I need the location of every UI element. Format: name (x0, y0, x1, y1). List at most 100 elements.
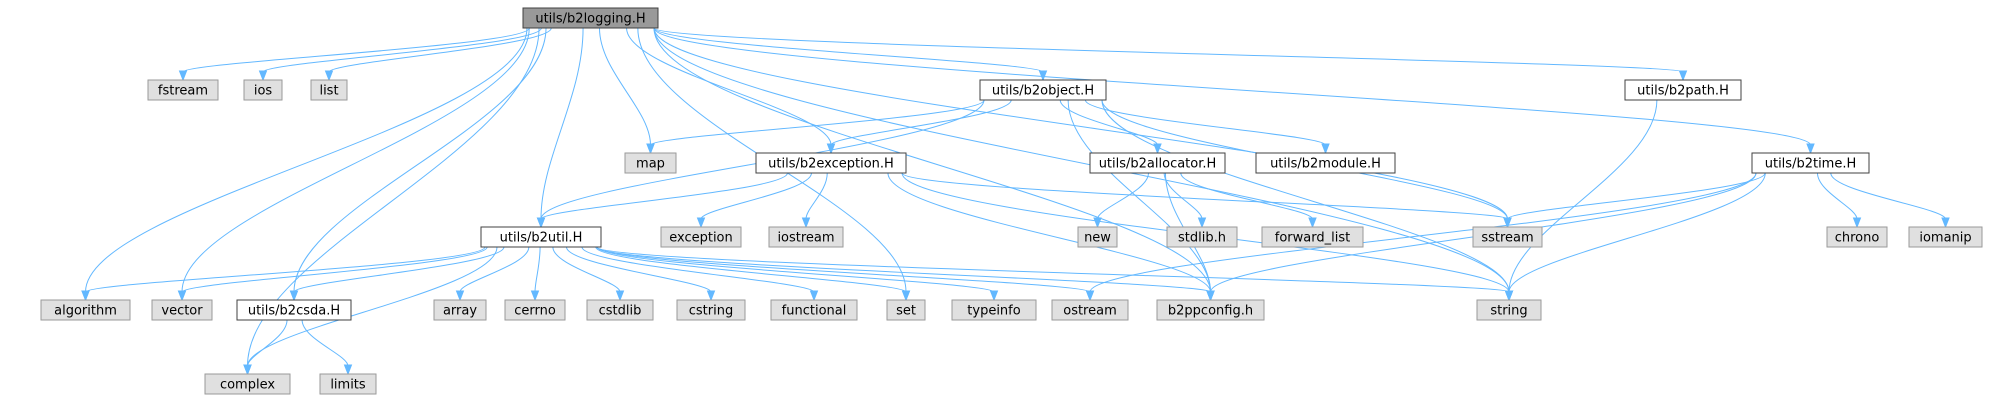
node-b2logging[interactable]: utils/b2logging.H (522, 7, 659, 29)
node-label: limits (330, 378, 366, 393)
node-label: exception (669, 231, 733, 246)
dependency-edge-b2logging-to-list (324, 27, 552, 82)
edge-line (328, 27, 552, 73)
edge-line (596, 246, 1091, 293)
dependency-edge-b2logging-to-algorithm (81, 27, 528, 302)
node-label: iomanip (1919, 231, 1971, 246)
node-label: functional (782, 304, 847, 319)
node-label: new (1084, 231, 1111, 246)
edge-line (85, 27, 528, 293)
node-label: utils/b2util.H (500, 231, 583, 246)
dependency-edge-b2allocator-to-new (1093, 172, 1149, 229)
node-box (1472, 226, 1543, 248)
node-box (755, 152, 907, 174)
edge-line (581, 246, 815, 293)
node-box (676, 299, 746, 321)
edge-line (653, 27, 1510, 293)
node-box (1166, 226, 1238, 248)
node-box (624, 152, 677, 174)
edge-line (653, 27, 1684, 73)
edge-arrowhead (706, 290, 716, 302)
edge-line (540, 172, 788, 220)
node-cstring: cstring (676, 299, 746, 321)
node-label: typeinfo (967, 304, 1020, 319)
node-box (1077, 226, 1118, 248)
edge-arrowhead (343, 364, 353, 376)
edge-line (1101, 99, 1510, 293)
dependency-edge-b2time-to-string (1504, 172, 1766, 302)
edge-line (653, 27, 1211, 293)
dependency-edge-b2util-to-cerrno (530, 246, 541, 302)
node-box (886, 299, 926, 321)
node-iostream: iostream (768, 226, 844, 248)
dependency-edge-b2logging-to-b2csda (289, 27, 547, 302)
node-b2exception[interactable]: utils/b2exception.H (755, 152, 907, 174)
edge-line (301, 319, 349, 367)
edge-arrowhead (1806, 143, 1815, 155)
edge-line (566, 246, 712, 293)
edge-line (1180, 172, 1313, 220)
node-b2path[interactable]: utils/b2path.H (1624, 79, 1742, 101)
node-b2util[interactable]: utils/b2util.H (480, 226, 602, 248)
node-box (236, 299, 352, 321)
node-b2module[interactable]: utils/b2module.H (1255, 152, 1396, 174)
node-chrono: chrono (1826, 226, 1888, 248)
node-list: list (310, 79, 348, 101)
edge-arrowhead (530, 290, 540, 302)
node-b2ppconfig: b2ppconfig.h (1156, 299, 1265, 321)
edge-arrowhead (258, 70, 268, 82)
edge-arrowhead (177, 290, 187, 302)
node-box (243, 79, 283, 101)
edge-arrowhead (1085, 290, 1095, 302)
node-algorithm: algorithm (40, 299, 131, 321)
dependency-edge-b2time-to-chrono (1816, 172, 1862, 229)
node-b2allocator[interactable]: utils/b2allocator.H (1089, 152, 1226, 174)
edge-line (1097, 172, 1149, 220)
node-label: stdlib.h (1178, 231, 1226, 246)
node-label: ostream (1063, 304, 1117, 319)
node-label: cerrno (514, 304, 556, 319)
edge-arrowhead (1852, 217, 1862, 229)
edge-arrowhead (1503, 217, 1512, 229)
edge-line (901, 172, 1508, 220)
edge-line (181, 27, 530, 293)
node-box (40, 299, 131, 321)
dependency-edge-b2time-to-iomanip (1830, 172, 1950, 229)
node-label: cstring (689, 304, 733, 319)
node-limits: limits (319, 373, 377, 395)
node-label: fstream (158, 84, 208, 99)
node-b2object[interactable]: utils/b2object.H (979, 79, 1107, 101)
node-box (433, 299, 487, 321)
node-box (770, 299, 858, 321)
edge-arrowhead (1504, 290, 1514, 302)
edge-arrowhead (646, 143, 655, 155)
dependency-edge-b2util-to-b2ppconfig (596, 246, 1215, 302)
node-label: string (1490, 304, 1527, 319)
node-cerrno: cerrno (504, 299, 566, 321)
node-cstdlib: cstdlib (586, 299, 654, 321)
edge-line (805, 172, 828, 220)
node-box (204, 373, 291, 395)
edge-line (653, 27, 1811, 146)
node-complex: complex (204, 373, 291, 395)
node-b2time[interactable]: utils/b2time.H (1751, 152, 1870, 174)
dependency-edge-b2logging-to-fstream (178, 27, 530, 82)
node-label: utils/b2exception.H (768, 157, 894, 172)
node-label: utils/b2module.H (1270, 157, 1381, 172)
edge-line (552, 246, 621, 293)
dependency-edge-b2util-to-set (595, 246, 911, 302)
node-b2csda[interactable]: utils/b2csda.H (236, 299, 352, 321)
node-box (1051, 299, 1129, 321)
dependency-edge-b2object-to-b2ppconfig (1067, 99, 1215, 302)
edge-arrowhead (826, 143, 836, 155)
node-box (1908, 226, 1983, 248)
node-box (1826, 226, 1888, 248)
node-box (480, 226, 602, 248)
dependency-edge-b2logging-to-map (599, 27, 655, 155)
dependency-edge-b2logging-to-ios (258, 27, 542, 82)
node-label: utils/b2time.H (1765, 157, 1857, 172)
node-sstream: sstream (1472, 226, 1543, 248)
node-label: utils/b2allocator.H (1099, 157, 1217, 172)
